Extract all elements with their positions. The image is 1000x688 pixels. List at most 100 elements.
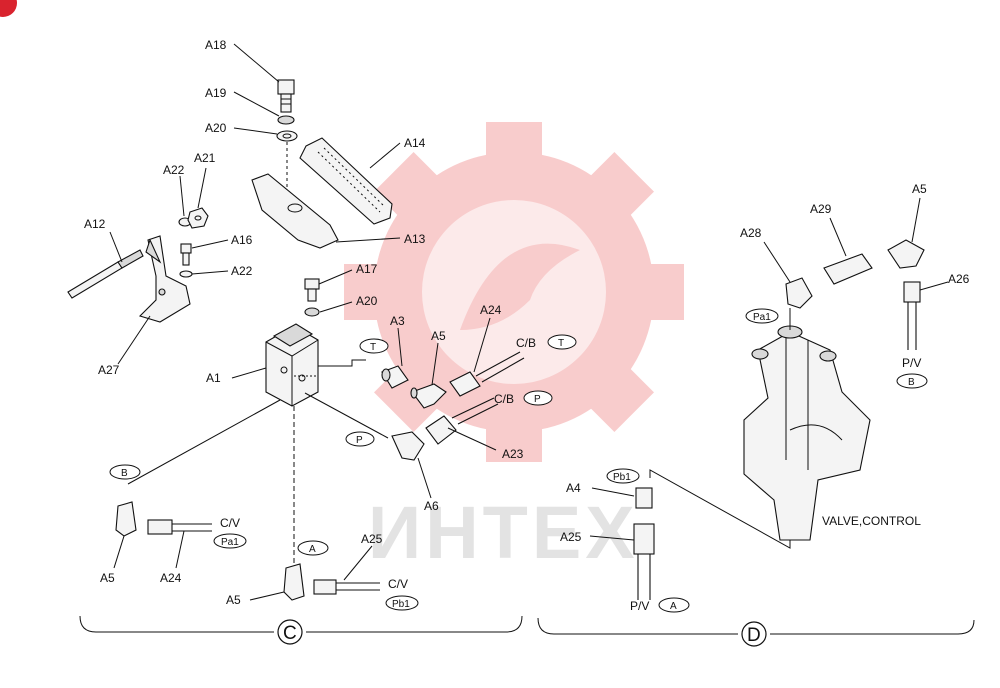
leader-lines — [109, 43, 949, 601]
label-a17: A17 — [356, 262, 378, 276]
label-a20-mid: A20 — [356, 294, 378, 308]
svg-text:Pb1: Pb1 — [613, 472, 631, 483]
svg-text:P: P — [356, 435, 363, 446]
label-a24-mid: A24 — [480, 303, 502, 317]
svg-text:Pa1: Pa1 — [753, 312, 771, 323]
label-a28: A28 — [740, 226, 762, 240]
hose-a25-d-icon — [633, 523, 655, 600]
washer-a20-icon — [276, 130, 298, 142]
label-a6: A6 — [424, 499, 439, 513]
label-a29: A29 — [810, 202, 832, 216]
leader-b-left — [127, 399, 281, 485]
label-a1: A1 — [206, 371, 221, 385]
elbow-a28-icon — [785, 277, 813, 330]
oval-b-left: B — [109, 464, 141, 480]
watermark-text: ИНТЕХ — [368, 491, 639, 574]
adapter-a29-icon — [823, 253, 873, 285]
label-a25-c: A25 — [361, 532, 383, 546]
oval-a-pv: A — [658, 597, 690, 613]
label-a20-top: A20 — [205, 121, 227, 135]
oval-pb1-bottom: Pb1 — [385, 595, 419, 611]
washer-a20-mid-icon — [304, 307, 320, 317]
oval-t-port: T — [359, 338, 389, 354]
leader-pb1-valve — [649, 469, 791, 549]
section-c-bracket — [79, 615, 523, 633]
label-cb-t: C/B — [516, 336, 536, 350]
label-a23: A23 — [502, 447, 524, 461]
pilot-valve-a1-icon — [265, 323, 319, 407]
section-c-label: C — [283, 623, 297, 644]
leader-t — [318, 359, 366, 367]
label-a16: A16 — [231, 233, 253, 247]
svg-text:B: B — [121, 468, 128, 479]
svg-text:T: T — [370, 342, 376, 353]
oval-pa1-valve: Pa1 — [745, 308, 779, 324]
section-d-circle — [741, 621, 767, 647]
washer-a22-bottom-icon — [179, 270, 193, 278]
svg-text:B: B — [908, 377, 915, 388]
control-valve-icon — [743, 325, 871, 541]
fitting-a26-icon — [903, 281, 921, 350]
label-a5-left: A5 — [100, 571, 115, 585]
oval-b-right: B — [896, 373, 928, 389]
label-a5-mid: A5 — [431, 329, 446, 343]
label-a24-left: A24 — [160, 571, 182, 585]
elbow-a6-icon — [391, 431, 425, 461]
label-a12: A12 — [84, 217, 106, 231]
svg-text:P: P — [534, 394, 541, 405]
oval-a-mid: A — [297, 540, 329, 556]
hose-end-a24-mid-icon — [449, 351, 525, 397]
pedal-bracket-a13-icon — [251, 173, 339, 249]
svg-text:A: A — [309, 544, 316, 555]
corner-badge — [0, 0, 17, 17]
label-a25-d: A25 — [560, 530, 582, 544]
elbow-a5-left-icon — [115, 501, 137, 537]
fitting-a4-icon — [635, 487, 653, 509]
label-a21: A21 — [194, 151, 216, 165]
bolt-a16-icon — [180, 243, 192, 266]
bolt-a17-icon — [304, 278, 320, 302]
label-a13: A13 — [404, 232, 426, 246]
oval-p-port: P — [345, 431, 375, 447]
oval-pa1-left: Pa1 — [213, 533, 247, 549]
label-pv-right: P/V — [902, 356, 921, 370]
label-a22-top: A22 — [163, 163, 185, 177]
section-d-label: D — [747, 625, 761, 646]
watermark-gear-icon — [344, 122, 684, 462]
bolt-a18-icon — [277, 79, 295, 113]
section-d-bracket — [537, 617, 975, 635]
label-a14: A14 — [404, 136, 426, 150]
washer-a19-icon — [277, 115, 295, 125]
hose-end-a23-icon — [425, 397, 499, 445]
hose-a24-left-icon — [147, 519, 212, 535]
section-c-circle — [277, 619, 303, 645]
label-pv-bottom: P/V — [630, 599, 649, 613]
label-a22-bottom: A22 — [231, 264, 253, 278]
nut-a21-icon — [187, 207, 209, 229]
bracket-a27-icon — [138, 235, 191, 323]
svg-text:T: T — [558, 338, 564, 349]
svg-text:Pa1: Pa1 — [221, 537, 239, 548]
label-a26: A26 — [948, 272, 970, 286]
label-a3: A3 — [390, 314, 405, 328]
label-valve-control: VALVE,CONTROL — [822, 514, 921, 528]
oval-p-cb: P — [523, 390, 553, 406]
svg-text:A: A — [670, 601, 677, 612]
elbow-a5-mid-icon — [410, 383, 447, 409]
pedal-plate-a14-icon — [299, 137, 393, 225]
hose-a25-c-icon — [313, 579, 380, 595]
elbow-a5-right-icon — [887, 239, 925, 269]
leader-p — [304, 392, 389, 439]
label-a5-right: A5 — [912, 182, 927, 196]
svg-text:Pb1: Pb1 — [392, 599, 410, 610]
label-a19: A19 — [205, 86, 227, 100]
oval-t-cb: T — [547, 334, 577, 350]
label-cv-bottom: C/V — [388, 577, 408, 591]
label-cv-left: C/V — [220, 516, 240, 530]
label-a27: A27 — [98, 363, 120, 377]
label-cb-p: C/B — [494, 392, 514, 406]
label-a5-bottom: A5 — [226, 593, 241, 607]
fitting-a3-icon — [381, 365, 409, 389]
